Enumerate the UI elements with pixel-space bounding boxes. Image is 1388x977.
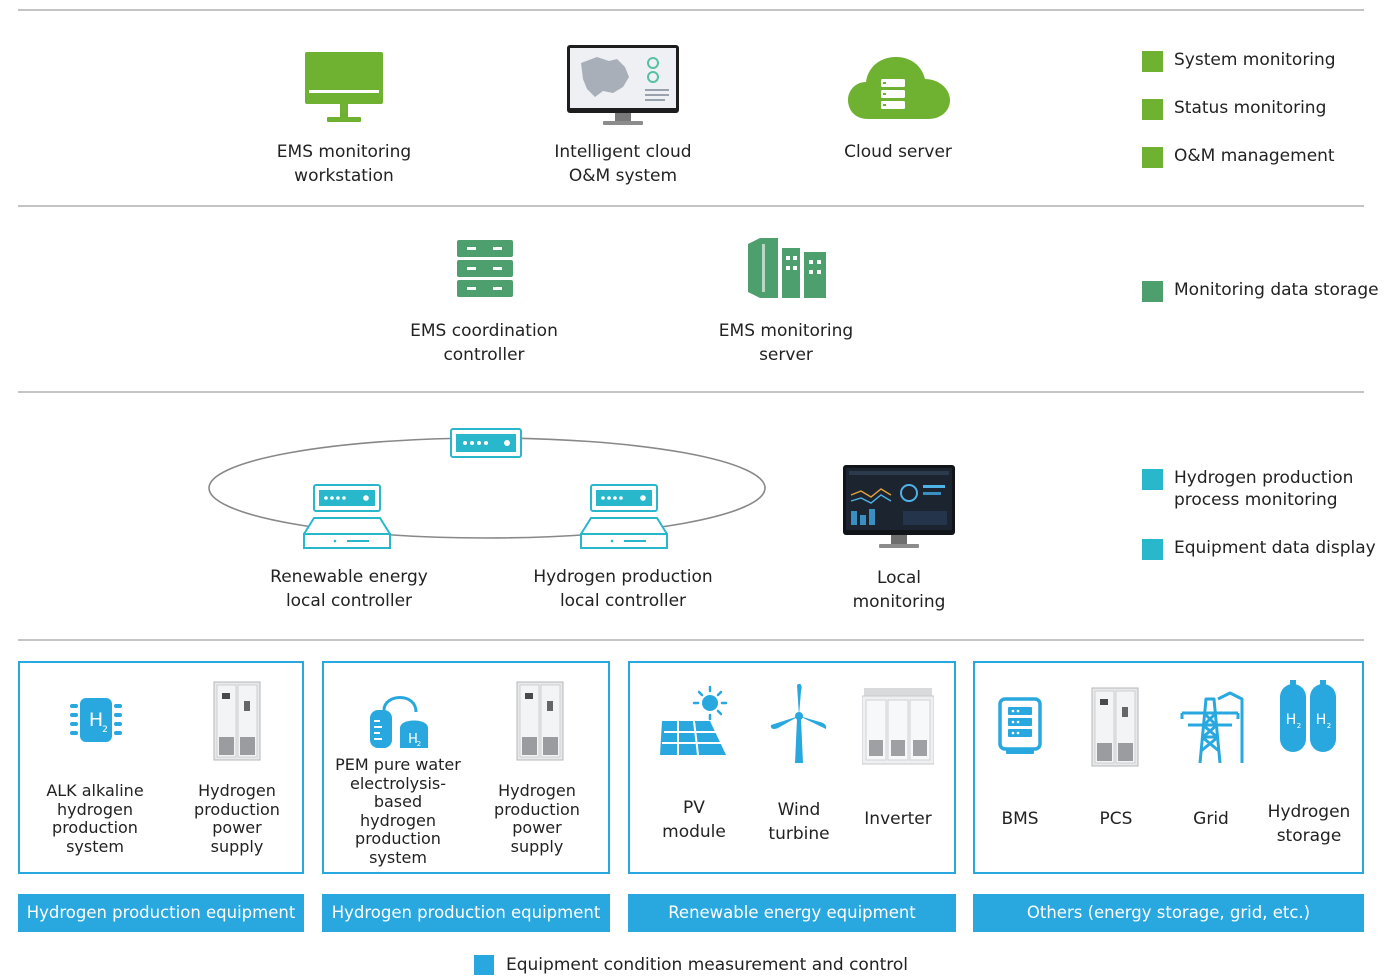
cloud-om-screen-icon <box>567 45 679 127</box>
solar-panel-icon <box>658 683 728 759</box>
h2-chip-icon: H 2 <box>68 696 124 744</box>
category-bar-hydrogen-equipment-2: Hydrogen production equipment <box>322 894 610 932</box>
svg-text:2: 2 <box>102 725 108 735</box>
svg-text:2: 2 <box>1297 722 1301 730</box>
wind-turbine-icon <box>770 683 828 763</box>
grid-label: Grid <box>1193 809 1229 829</box>
hydrogen-local-controller-icon <box>580 484 668 550</box>
monitor-icon <box>305 52 383 124</box>
cloud-server-label: Cloud server <box>844 142 952 162</box>
category-bar-hydrogen-equipment-1: Hydrogen production equipment <box>18 894 304 932</box>
power-tower-icon <box>1178 691 1246 763</box>
svg-text:2: 2 <box>417 740 421 748</box>
power-cabinet-icon <box>213 681 261 761</box>
divider-tier1-tier2 <box>18 205 1364 207</box>
svg-text:H: H <box>408 732 418 747</box>
category-bar-others: Others (energy storage, grid, etc.) <box>973 894 1364 932</box>
server-cluster-icon <box>748 238 826 298</box>
cloud-server-icon <box>848 55 950 121</box>
svg-text:H: H <box>89 709 103 731</box>
server-rack-icon <box>457 240 513 298</box>
bms-label: BMS <box>1001 809 1039 829</box>
inverter-cabinet-icon <box>862 686 934 766</box>
switch-top-icon <box>450 428 522 458</box>
svg-text:H: H <box>1316 712 1327 728</box>
svg-text:H: H <box>1286 712 1297 728</box>
pcs-cabinet-icon <box>1091 687 1139 767</box>
dashboard-monitor-icon <box>843 465 955 551</box>
divider-tier3-tier4 <box>18 639 1364 641</box>
inverter-label: Inverter <box>864 809 932 829</box>
h2-tanks-icon: H 2 H 2 <box>1278 680 1338 756</box>
divider-top <box>18 9 1364 11</box>
pcs-label: PCS <box>1099 809 1133 829</box>
electrolyzer-tank-icon: H 2 <box>368 688 430 748</box>
divider-tier2-tier3 <box>18 391 1364 393</box>
power-cabinet-icon <box>516 681 564 761</box>
bms-icon <box>998 697 1042 757</box>
category-bar-renewable-equipment: Renewable energy equipment <box>628 894 956 932</box>
renewable-local-controller-icon <box>303 484 391 550</box>
svg-text:2: 2 <box>1327 722 1331 730</box>
